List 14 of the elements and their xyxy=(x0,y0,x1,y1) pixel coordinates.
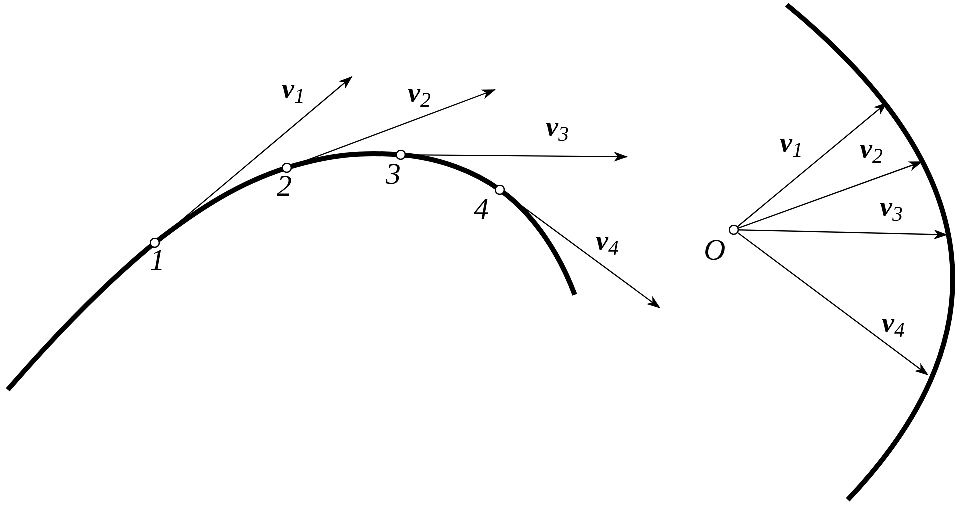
point-label: O xyxy=(704,236,726,266)
point-label: 4 xyxy=(474,195,489,225)
point-label: 2 xyxy=(277,172,292,202)
point-marker xyxy=(396,150,406,160)
point-label: 1 xyxy=(150,246,165,276)
velocity-arrow xyxy=(737,232,929,376)
velocity-arrow xyxy=(738,161,923,230)
velocity-arrow xyxy=(738,230,948,240)
point-marker xyxy=(729,225,739,235)
point-label: 3 xyxy=(386,160,401,190)
point-marker xyxy=(495,185,505,195)
point-marker xyxy=(150,238,160,248)
point-marker xyxy=(282,163,292,173)
velocity-arrow xyxy=(737,102,888,228)
